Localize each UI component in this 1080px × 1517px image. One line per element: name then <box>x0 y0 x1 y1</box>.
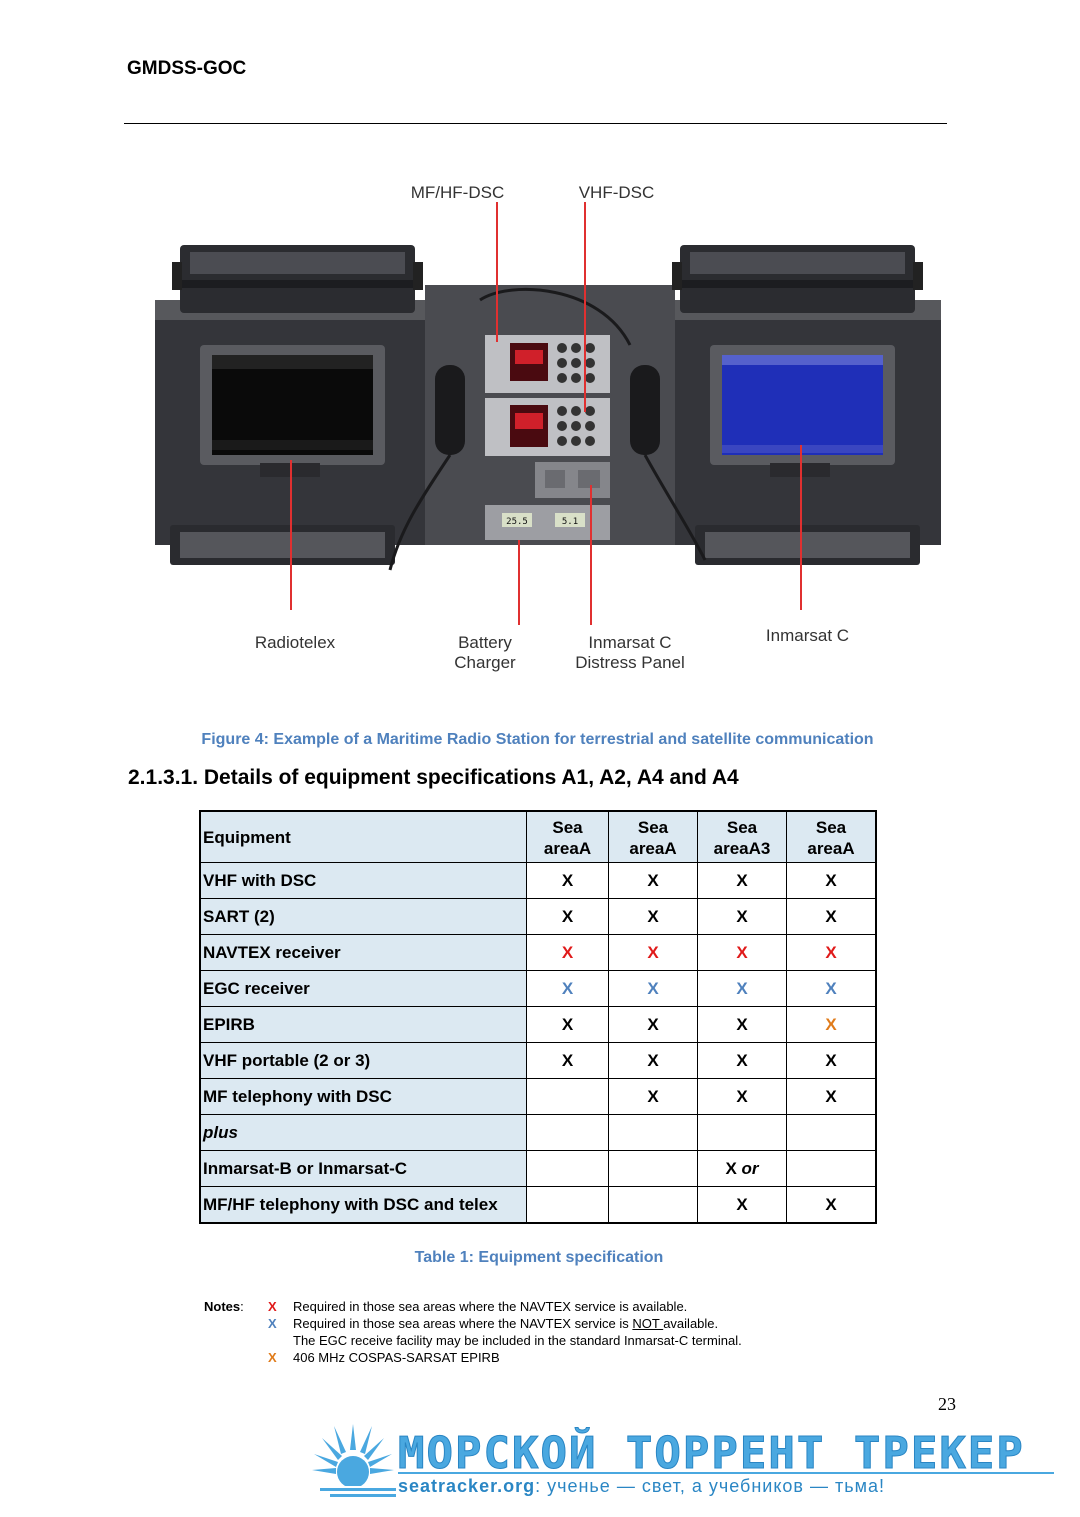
callout-radiotelex: Radiotelex <box>254 633 336 652</box>
watermark-title: МОРСКОЙ ТОРРЕНТ ТРЕКЕР <box>398 1428 1025 1480</box>
radio-station-figure: 25.5 5.1 MF/HF-DSC VHF-DSC Radiotelex Ba… <box>150 170 950 700</box>
callout-distress-panel: Inmarsat C Distress Panel <box>560 633 700 673</box>
callout-distress-line2: Distress Panel <box>575 653 685 672</box>
header-sea-area-a2: SeaareaA2 <box>608 810 698 863</box>
vhf-dsc-unit <box>485 398 610 456</box>
callout-battery-charger: Battery Charger <box>440 633 530 673</box>
callout-line-inmarsat-c <box>800 445 802 610</box>
table-row: VHF with DSC X X X X <box>199 862 877 899</box>
callout-vhf-dsc: VHF-DSC <box>578 183 655 202</box>
callout-battery-line1: Battery <box>458 633 512 652</box>
left-printer <box>172 245 423 313</box>
battery-display-right: 5.1 <box>562 517 578 527</box>
watermark-subtitle: seatracker.org: ученье — свет, а учебник… <box>398 1476 886 1496</box>
header-sea-area-a1: SeaareaA1 <box>526 810 609 863</box>
table-row: EPIRB X X X X <box>199 1006 877 1043</box>
callout-line-battery-charger <box>518 540 520 625</box>
table-caption: Table 1: Equipment specification <box>414 1249 664 1266</box>
callout-battery-line2: Charger <box>454 653 516 672</box>
right-handset <box>630 365 707 561</box>
right-printer <box>672 245 923 313</box>
table-row: MF/HF telephony with DSC and telex X X <box>199 1186 877 1224</box>
table-row: Inmarsat-B or Inmarsat-C X or <box>199 1150 877 1187</box>
table-row: MF telephony with DSC X X X <box>199 1078 877 1115</box>
mf-hf-dsc-unit <box>485 335 610 393</box>
page-header-title: GMDSS-GOC <box>127 58 247 79</box>
inmarsat-c-monitor <box>710 345 895 477</box>
callout-line-mf-hf-dsc <box>496 202 498 342</box>
watermark-rule <box>398 1472 1054 1474</box>
callout-line-distress-panel <box>590 485 592 625</box>
header-sea-area-a4: SeaareaA4 <box>786 810 877 863</box>
equipment-spec-table: Equipment SeaareaA1 SeaareaA2 SeaareaA3 … <box>199 810 877 1224</box>
left-handset <box>388 365 465 571</box>
callout-distress-line1: Inmarsat C <box>588 633 672 652</box>
radio-console-illustration: 25.5 5.1 <box>155 245 941 571</box>
page-number: 23 <box>938 1394 956 1414</box>
cell-x-or: X or <box>697 1150 787 1187</box>
callout-line-radiotelex <box>290 460 292 610</box>
table-row: EGC receiver X X X X <box>199 970 877 1007</box>
notes-label: Notes: <box>204 1299 244 1314</box>
callout-mf-hf-dsc: MF/HF-DSC <box>410 183 505 202</box>
table-header-row: Equipment SeaareaA1 SeaareaA2 SeaareaA3 … <box>199 810 877 863</box>
battery-charger-unit <box>485 505 610 540</box>
sun-logo-icon <box>310 1424 396 1506</box>
radiotelex-monitor <box>200 345 385 477</box>
table-row: plus <box>199 1114 877 1151</box>
table-row: VHF portable (2 or 3) X X X X <box>199 1042 877 1079</box>
battery-display-left: 25.5 <box>506 517 528 527</box>
table-row: NAVTEX receiver X X X X <box>199 934 877 971</box>
figure-caption: Figure 4: Example of a Maritime Radio St… <box>201 731 874 748</box>
callout-inmarsat-c: Inmarsat C <box>765 626 850 645</box>
section-heading: 2.1.3.1. Details of equipment specificat… <box>128 766 739 789</box>
callout-line-vhf-dsc <box>584 202 586 412</box>
header-divider <box>124 123 947 124</box>
header-equipment: Equipment <box>199 810 527 863</box>
table-row: SART (2) X X X X <box>199 898 877 935</box>
